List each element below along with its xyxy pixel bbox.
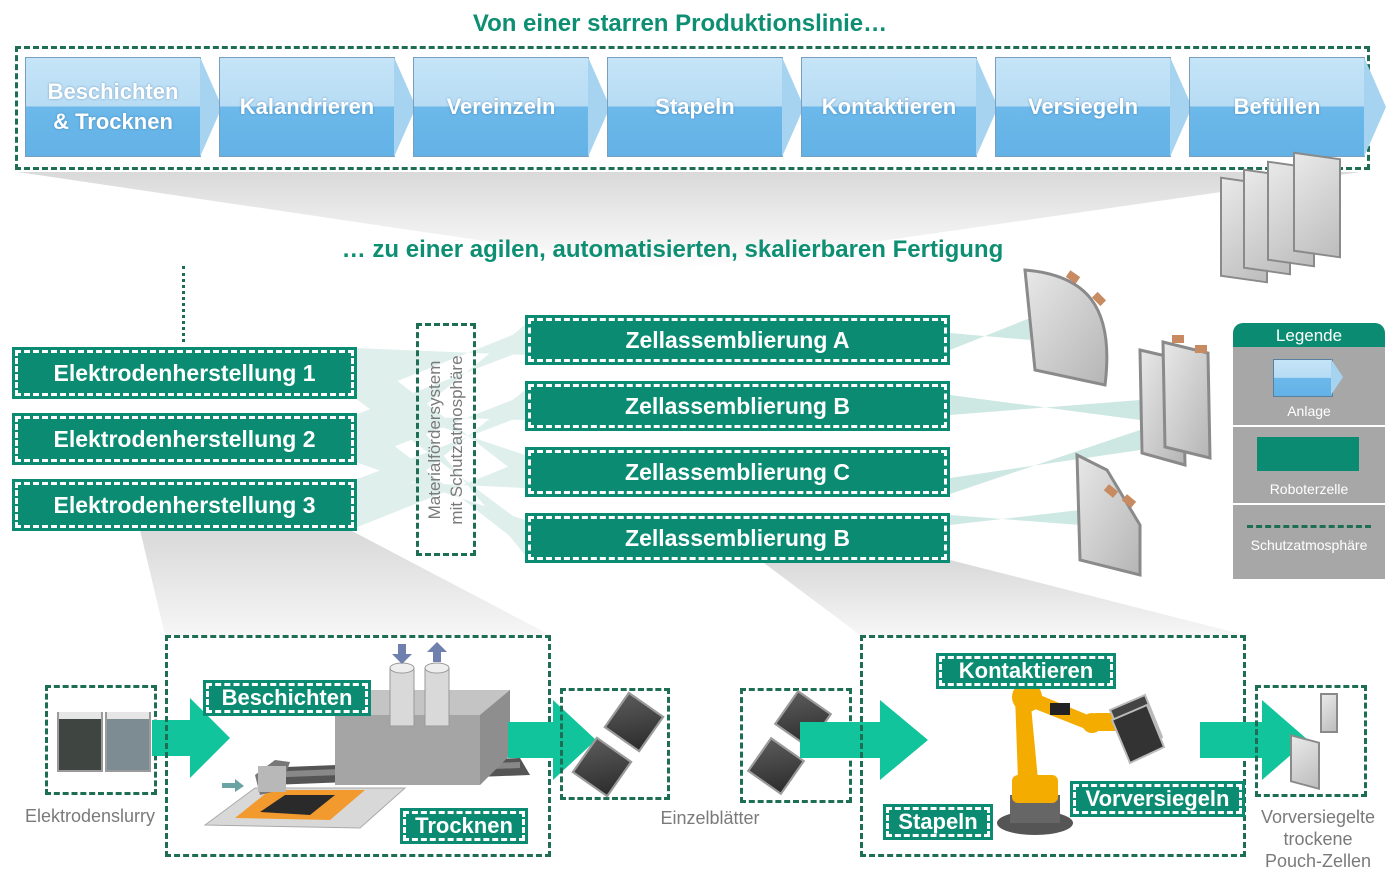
- arrow-tip: [1364, 57, 1386, 157]
- pre-sealing-label: Vorversiegeln: [1070, 781, 1245, 817]
- arrow-tip: [1170, 57, 1192, 157]
- gripped-stack: [1108, 693, 1166, 765]
- robot-arm-illustration: [997, 682, 1166, 835]
- legend-robot-cell: Roboterzelle: [1233, 427, 1385, 503]
- left-detail-funnel: [140, 530, 550, 635]
- legend-dash-line: [1247, 525, 1371, 528]
- pouch-cell-icon: [1320, 693, 1338, 733]
- top-funnel: [18, 172, 1360, 270]
- output-frame: [1255, 685, 1367, 797]
- contacting-label: Kontaktieren: [936, 653, 1116, 689]
- electrode-cell-1[interactable]: Elektrodenherstellung 1: [12, 347, 357, 399]
- line-step-label: Versiegeln: [995, 57, 1171, 157]
- flow-arrow-2: [508, 700, 596, 780]
- line-step-label: Kontaktieren: [801, 57, 977, 157]
- rounded-cell-icon: [1023, 268, 1109, 387]
- sheets-label: Einzelblätter: [660, 808, 760, 828]
- conveyor-label-line1: Materialfördersystem: [425, 360, 444, 520]
- assembly-cell-b[interactable]: Zellassemblierung B: [525, 381, 950, 431]
- arrow-tip: [976, 57, 998, 157]
- legend-plant-arrow-icon: [1331, 359, 1343, 395]
- legend-atmosphere-label: Schutzatmosphäre: [1250, 537, 1368, 553]
- slurry-label: Elektrodenslurry: [24, 806, 156, 826]
- line-step-label: Kalandrieren: [219, 57, 395, 157]
- cell-products: [1023, 268, 1212, 577]
- arrow-tip: [782, 57, 804, 157]
- output-label: Vorversiegelte trockene Pouch-Zellen: [1260, 807, 1376, 871]
- conveyor-label-line2: mit Schutzatmosphäre: [447, 355, 466, 525]
- drying-label: Trocknen: [400, 808, 528, 844]
- legend-title: Legende: [1275, 326, 1343, 345]
- arrow-tip: [200, 57, 222, 157]
- scaling-dots: [182, 266, 185, 342]
- legend-atmosphere-cell: Schutzatmosphäre: [1233, 505, 1385, 579]
- conveyor-label: Materialfördersystem mit Schutzatmosphär…: [424, 325, 468, 555]
- sheets-frame: [560, 688, 670, 800]
- slurry-beakers-icon: [55, 710, 155, 772]
- rect-cells-icon: [1138, 335, 1212, 467]
- stacking-label: Stapeln: [883, 804, 993, 840]
- flow-arrow-1: [152, 698, 230, 778]
- conveyor-system: [416, 323, 476, 556]
- flow-arrow-4: [1200, 700, 1308, 780]
- line-step-label: Befüllen: [1189, 57, 1365, 157]
- pouch-cell-icon: [1290, 733, 1320, 791]
- legend-plant-cell: Anlage: [1233, 347, 1385, 425]
- cut-corner-cell-icon: [1075, 452, 1142, 577]
- line-step-label: Stapeln: [607, 57, 783, 157]
- legend: Legende Anlage Roboterzelle Schutzatmosp…: [1233, 323, 1385, 579]
- legend-plant-label: Anlage: [1287, 403, 1331, 419]
- assembly-cell-b2[interactable]: Zellassemblierung B: [525, 513, 950, 563]
- product-beams: [950, 318, 1140, 525]
- assembly-cell-a[interactable]: Zellassemblierung A: [525, 315, 950, 365]
- right-detail-funnel: [760, 560, 1245, 635]
- legend-robot-swatch: [1257, 437, 1359, 471]
- material-flow-beams: [355, 325, 525, 555]
- headline-top: Von einer starren Produktionslinie…: [472, 10, 888, 37]
- line-step-label: Beschichten & Trocknen: [25, 57, 201, 157]
- assembly-cell-c[interactable]: Zellassemblierung C: [525, 447, 950, 497]
- coating-label: Beschichten: [203, 680, 371, 716]
- legend-plant-icon: [1273, 359, 1333, 397]
- electrode-cell-2[interactable]: Elektrodenherstellung 2: [12, 413, 357, 465]
- coating-machine-illustration: [203, 642, 530, 829]
- legend-header: [1233, 323, 1385, 347]
- headline-middle: … zu einer agilen, automatisierten, skal…: [341, 236, 1004, 263]
- flow-arrow-3: [800, 700, 928, 780]
- arrow-tip: [394, 57, 416, 157]
- arrow-tip: [588, 57, 610, 157]
- legend-robot-label: Roboterzelle: [1269, 481, 1349, 497]
- line-step-label: Vereinzeln: [413, 57, 589, 157]
- electrode-cell-3[interactable]: Elektrodenherstellung 3: [12, 479, 357, 531]
